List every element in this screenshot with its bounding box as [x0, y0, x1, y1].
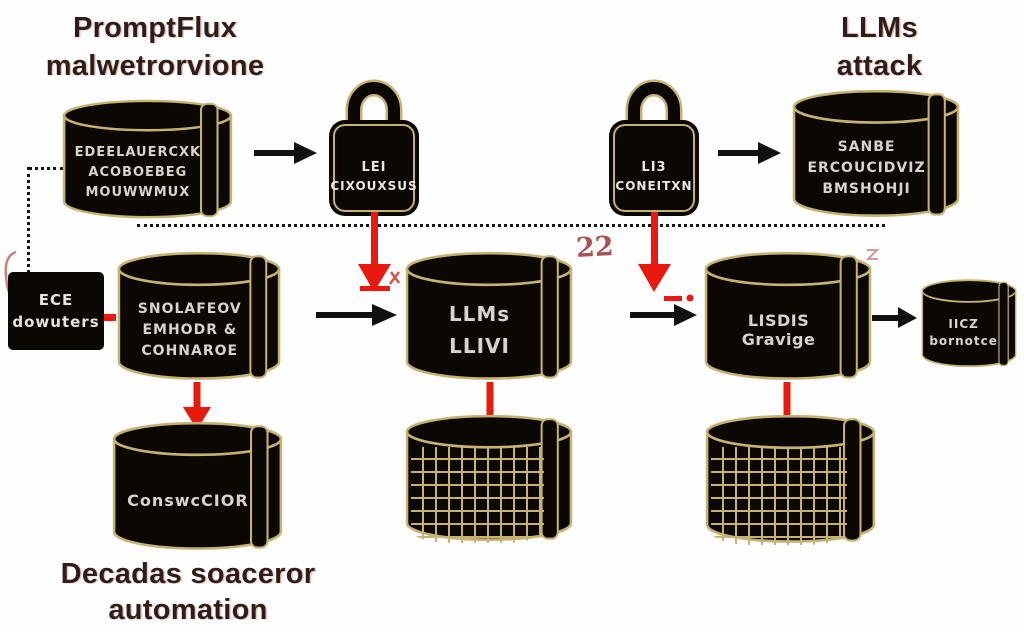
cylinder-label: EDEELAUERCXK ACOBOEBEG MOUWWMUX: [69, 132, 207, 212]
label-line: LLIVI: [449, 334, 510, 359]
title-llms-attack: LLMs attack: [772, 10, 987, 85]
arrow-right-icon: [316, 304, 397, 326]
annotation-22: 22: [575, 231, 615, 264]
cylinder-label: SNOLAFEOV EMHODR & COHNAROE: [123, 287, 256, 373]
cylinder-icon: [921, 279, 1017, 368]
title-line: Decadas soaceror: [60, 558, 316, 590]
arrow-down-red-icon: [183, 382, 211, 430]
cylinder-icon: [62, 99, 233, 219]
arrow-right-icon: [630, 304, 697, 326]
cylinder-label: LISDIS Gravige: [711, 287, 847, 373]
padlock-icon: [609, 79, 699, 216]
grid-texture: [410, 446, 545, 544]
label-line: MOUWWMUX: [85, 184, 191, 200]
padlock-label: LEI CIXOUXSUS: [330, 146, 418, 206]
label-line: EDEELAUERCXK: [74, 144, 202, 160]
db-cylinder-grid-1: [403, 413, 575, 548]
cylinder-icon: [405, 251, 573, 380]
cylinder-icon: [112, 421, 283, 550]
cylinder-icon: [704, 251, 872, 380]
db-cylinder-output: IICZ bornotce: [920, 278, 1018, 372]
label-line: ECE: [38, 291, 74, 309]
db-cylinder-llm: LLMs LLIVI: [403, 250, 575, 387]
label-line: LEI: [361, 159, 387, 175]
db-cylinder-storage: LISDIS Gravige: [702, 250, 874, 387]
title-line: malwetrorvione: [45, 49, 265, 82]
db-cylinder-collector: ConswcCIOR: [110, 420, 285, 557]
arrow-right-icon: [872, 307, 917, 328]
label-line: COHNAROE: [141, 343, 239, 360]
arrow-right-icon: [718, 142, 781, 164]
dotted-line-main-horizontal: [137, 224, 885, 227]
title-decadas-automation: Decadas soaceror automation: [18, 556, 358, 629]
label-line: IICZ: [948, 317, 979, 332]
label-line: ACOBOEBEG: [88, 164, 188, 180]
label-line: bornotce: [929, 334, 998, 349]
label-line: BMSHOHJI: [822, 180, 911, 197]
db-cylinder-grid-2: [703, 413, 878, 550]
cylinder-label: IICZ bornotce: [925, 303, 1002, 362]
label-line: EMHODR &: [142, 322, 238, 339]
arrow-right-icon: [254, 142, 317, 164]
cylinder-label: ConswcCIOR: [119, 457, 257, 543]
label-line: LI3: [641, 159, 667, 175]
box-label: ECE dowuters: [8, 272, 104, 350]
db-cylinder-source: EDEELAUERCXK ACOBOEBEG MOUWWMUX: [60, 98, 235, 225]
cylinder-label: SANBE ERCOUCIDVIZ BMSHOHJI: [799, 125, 935, 211]
padlock-1: LEI CIXOUXSUS: [327, 68, 421, 218]
label-line: LLMs: [448, 302, 511, 327]
title-line: attack: [836, 49, 923, 82]
cylinder-icon: [792, 89, 960, 217]
label-line: CIXOUXSUS: [330, 178, 418, 193]
grid-texture: [710, 447, 847, 546]
title-line: PromptFlux: [72, 12, 238, 44]
dotted-line-left-vertical: [27, 167, 30, 273]
title-line: automation: [108, 594, 268, 627]
label-line: ERCOUCIDVIZ: [807, 159, 926, 176]
padlock-icon: [329, 79, 419, 216]
cylinder-icon: [117, 251, 281, 380]
ece-box: ECE dowuters: [8, 272, 104, 350]
db-cylinder-attack: SANBE ERCOUCIDVIZ BMSHOHJI: [790, 88, 962, 224]
label-line: dowuters: [12, 313, 100, 331]
label-line: LISDIS Gravige: [741, 311, 816, 350]
label-line: SNOLAFEOV: [137, 301, 242, 318]
label-line: ConswcCIOR: [127, 490, 249, 510]
arrow-down-red-icon: [638, 212, 694, 302]
label-line: SANBE: [837, 138, 896, 155]
padlock-label: LI3 CONEITXN: [613, 146, 696, 206]
title-line: LLMs: [841, 12, 918, 44]
label-line: CONEITXN: [615, 178, 693, 193]
padlock-2: LI3 CONEITXN: [607, 68, 701, 218]
title-promptflux: PromptFlux malwetrorvione: [10, 10, 300, 85]
pink-z-mark-icon: [866, 249, 880, 260]
arrow-down-red-icon: [358, 212, 400, 292]
cylinder-label: LLMs LLIVI: [412, 287, 548, 373]
dotted-line-left-horizontal: [28, 167, 64, 170]
red-connector: [104, 314, 116, 321]
db-cylinder-enclave: SNOLAFEOV EMHODR & COHNAROE: [115, 250, 283, 387]
